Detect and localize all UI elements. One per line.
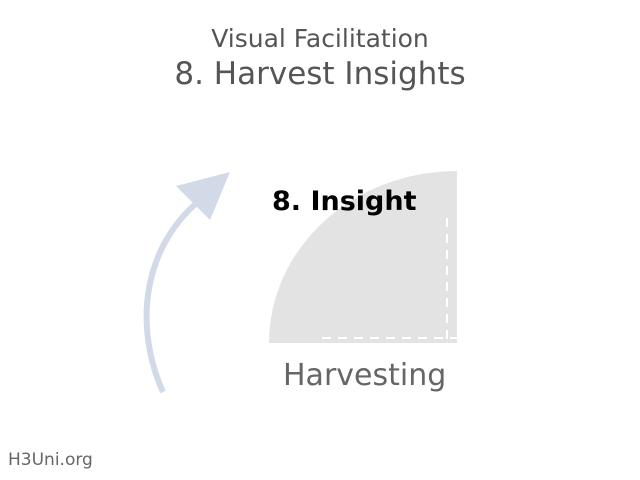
phase-label: Harvesting bbox=[283, 358, 447, 393]
quadrant-shape bbox=[269, 171, 457, 343]
arrow-curve bbox=[143, 197, 202, 394]
page-title: 8. Harvest Insights bbox=[174, 56, 466, 92]
arrow-head-icon bbox=[176, 172, 230, 220]
quadrant-label: 8. Insight bbox=[272, 186, 417, 217]
subtitle: Visual Facilitation bbox=[211, 24, 429, 53]
footer-brand: H3Uni.org bbox=[8, 450, 93, 470]
